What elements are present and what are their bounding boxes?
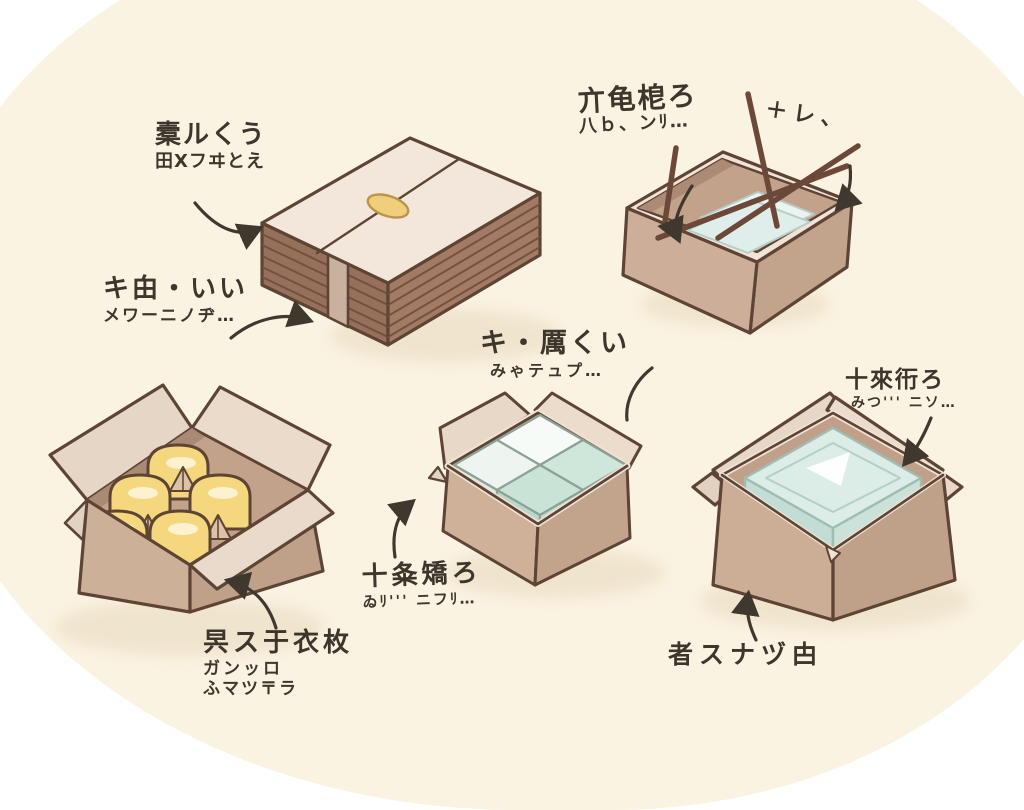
label-line: みつ''' ニソ…: [851, 395, 957, 412]
label-line: 者スナヅ甴: [668, 640, 824, 669]
arrow-to-jars-box: [223, 571, 278, 630]
label-line: 昗ス于衣枚: [203, 628, 354, 658]
label-line: ガンッロ: [203, 659, 283, 680]
cubes-box-illustration: [427, 391, 643, 587]
label-line: 槖ルくう: [155, 120, 267, 150]
flat-pack-tag: [366, 193, 410, 219]
label-line: 田Xフヰとえ: [155, 151, 265, 173]
cubes-box-bottom-label: 十夈矯ろ ゐﾘ''' ニフﾘ…: [361, 557, 483, 611]
gel-block: [743, 426, 923, 550]
cubes-box-top-label: キ・厲くい みゃテュプ…: [480, 328, 630, 381]
flat-pack-strap: [326, 252, 350, 329]
jars-box-label: 昗ス于衣枚 ガンッロ ふマツ〒ラ: [203, 628, 354, 700]
arrow-to-flat-pack-side: [229, 300, 315, 340]
small-down-arrow: [834, 164, 863, 212]
arrow-to-cubes-box-lower: [387, 498, 416, 559]
flat-pack-side-label: キ甶・いい メワーニノヂ…: [103, 274, 249, 327]
flat-pack-top-label: 槖ルくう 田Xフヰとえ: [155, 120, 267, 173]
jars-box-front-right-flap: [188, 488, 335, 591]
sticks-box-inner-shadow: [638, 159, 734, 212]
label-line: ふマツ〒ラ: [203, 679, 298, 700]
arrow-to-gel-box: [901, 416, 933, 467]
gel-box-bottom-label: 者スナヅ甴: [668, 640, 824, 669]
gel-box-top-label: 十來衎ろ みつ''' ニソ…: [845, 368, 957, 411]
cubes-box-front-rim: [446, 464, 629, 526]
label-line: 十夈矯ろ: [361, 557, 483, 593]
jars-box-illustration: [48, 383, 335, 614]
cubes-box-left-tab: [427, 465, 449, 484]
flat-pack-right-stripes: [387, 203, 541, 338]
label-line: メワーニノヂ…: [103, 306, 236, 327]
gel-box-front-tab: [825, 545, 841, 563]
arrow-to-sticks-box: [657, 184, 694, 244]
sticks-box-label: 亣龟梎ろ 八ｂ、ンﾘ…: [577, 79, 699, 138]
label-line: キ甶・いい: [103, 274, 249, 304]
wooden-sticks: [655, 91, 861, 241]
flat-pack-left-stripes: [261, 233, 389, 338]
label-line: みゃテュプ…: [490, 361, 605, 381]
label-line: キ・厲くい: [480, 328, 630, 359]
jars-box-left-flap: [63, 498, 89, 542]
label-line: 十來衎ろ: [845, 367, 945, 393]
arrow-to-flat-pack-top: [193, 201, 264, 250]
flat-pack-illustration: [260, 136, 542, 347]
sticks-box-illustration: [621, 91, 861, 335]
curve-to-cubes-box: [625, 366, 654, 422]
arrow-to-gel-box-lower: [731, 589, 760, 642]
